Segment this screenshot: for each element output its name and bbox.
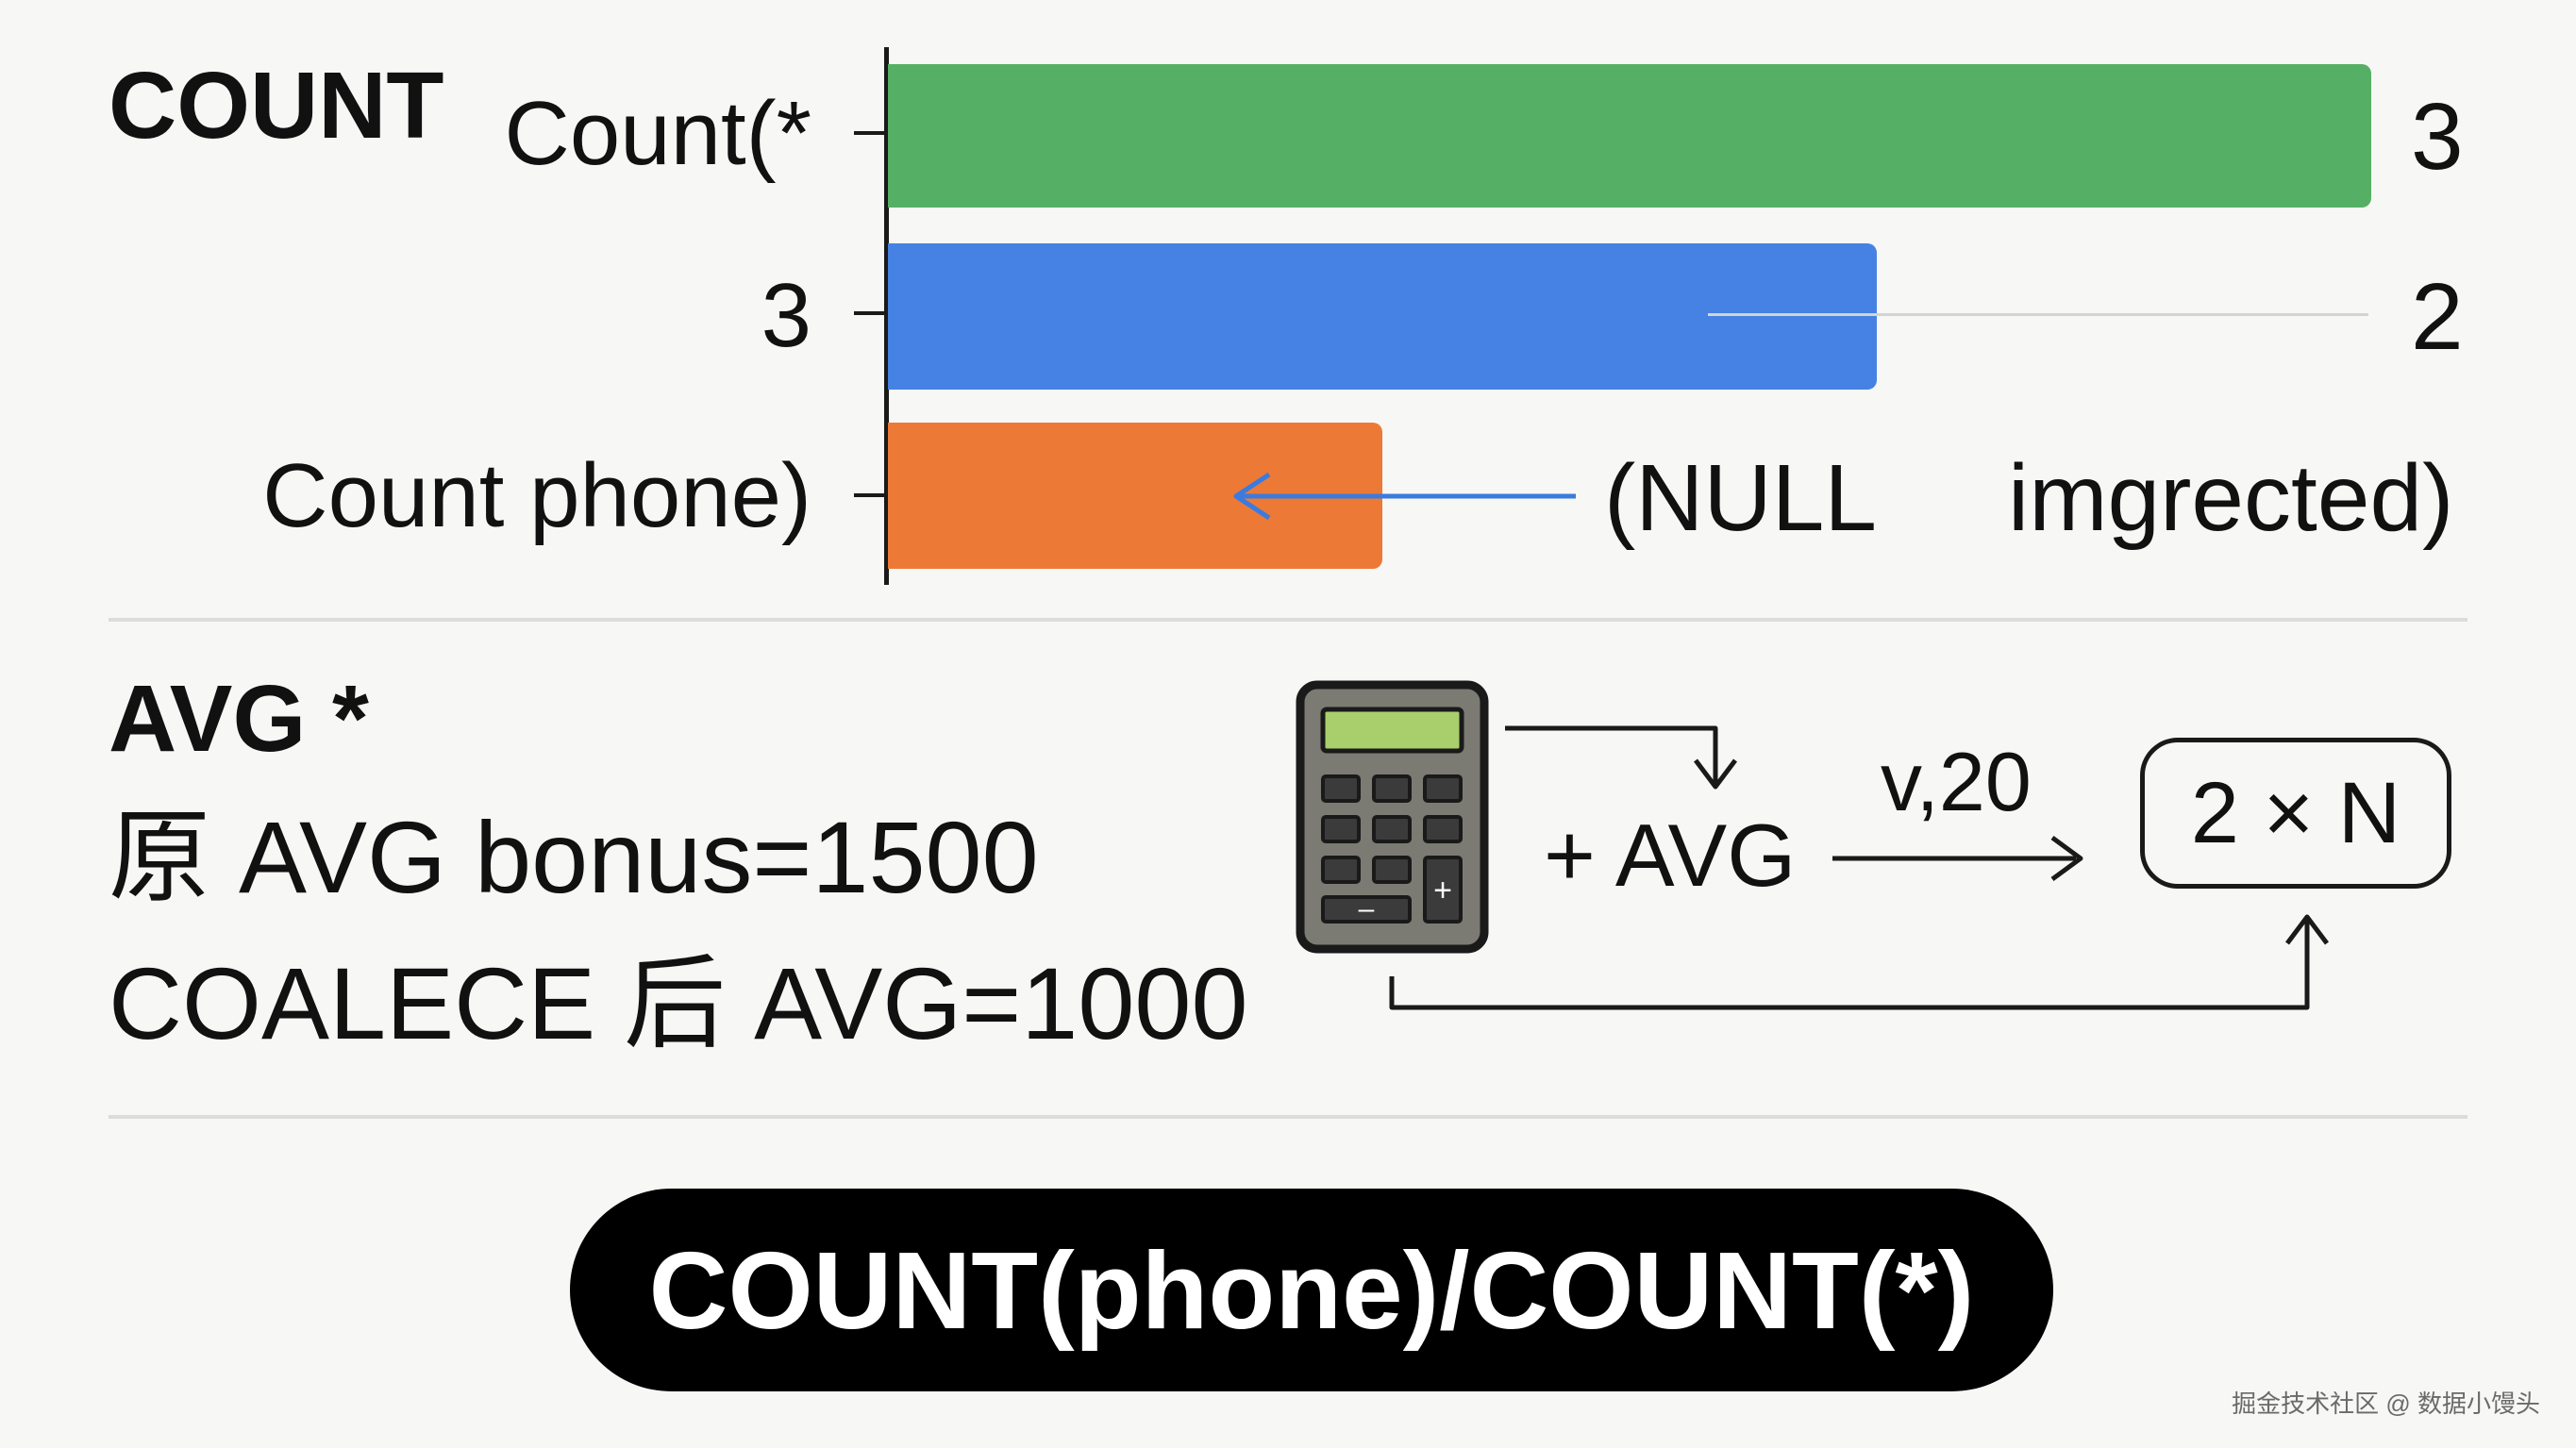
bar-3 [888,243,1877,390]
result-box: 2 × N [2140,738,2451,889]
axis-tick [854,311,886,315]
flow-arrow-down-icon [1505,725,1737,790]
chart-axis [884,47,889,585]
count-heading: COUNT [109,53,444,158]
svg-text:–: – [1359,893,1375,924]
section-divider [109,618,2467,622]
calculator-icon: + – [1296,680,1489,954]
bar-count-phone [888,423,1382,569]
avg-heading: AVG * [109,666,369,772]
watermark: 掘金技术社区 @ 数据小馒头 [2232,1390,2540,1418]
bar-label-count-phone: Count phone) [262,445,811,546]
axis-tick [854,493,886,497]
bar-value-0: 3 [2411,84,2464,190]
flow-arrow-up-icon [1389,914,2329,1010]
avg-flow-label: + AVG [1544,806,1797,905]
svg-text:+: + [1433,873,1452,908]
axis-tick [854,131,886,135]
formula-text: COUNT(phone)/COUNT(*) [648,1228,1975,1352]
flow-arrow-right-icon [1832,835,2083,882]
section-divider [109,1115,2467,1119]
bar-count-star [888,64,2371,208]
formula-pill: COUNT(phone)/COUNT(*) [570,1189,2053,1391]
avg-line-original: 原 AVG bonus=1500 [109,800,1039,914]
bar-value-1: 2 [2411,264,2464,370]
bar-label-count-star: Count(* [504,83,812,184]
annotation-null: (NULL [1604,445,1877,551]
avg-line-coalesce: COALECE 后 AVG=1000 [109,946,1248,1060]
annotation-imgrected: imgrected) [2008,445,2454,551]
arrow-label: v,20 [1881,735,2032,828]
bar-label-3: 3 [761,265,811,366]
grid-line [1708,313,2368,316]
